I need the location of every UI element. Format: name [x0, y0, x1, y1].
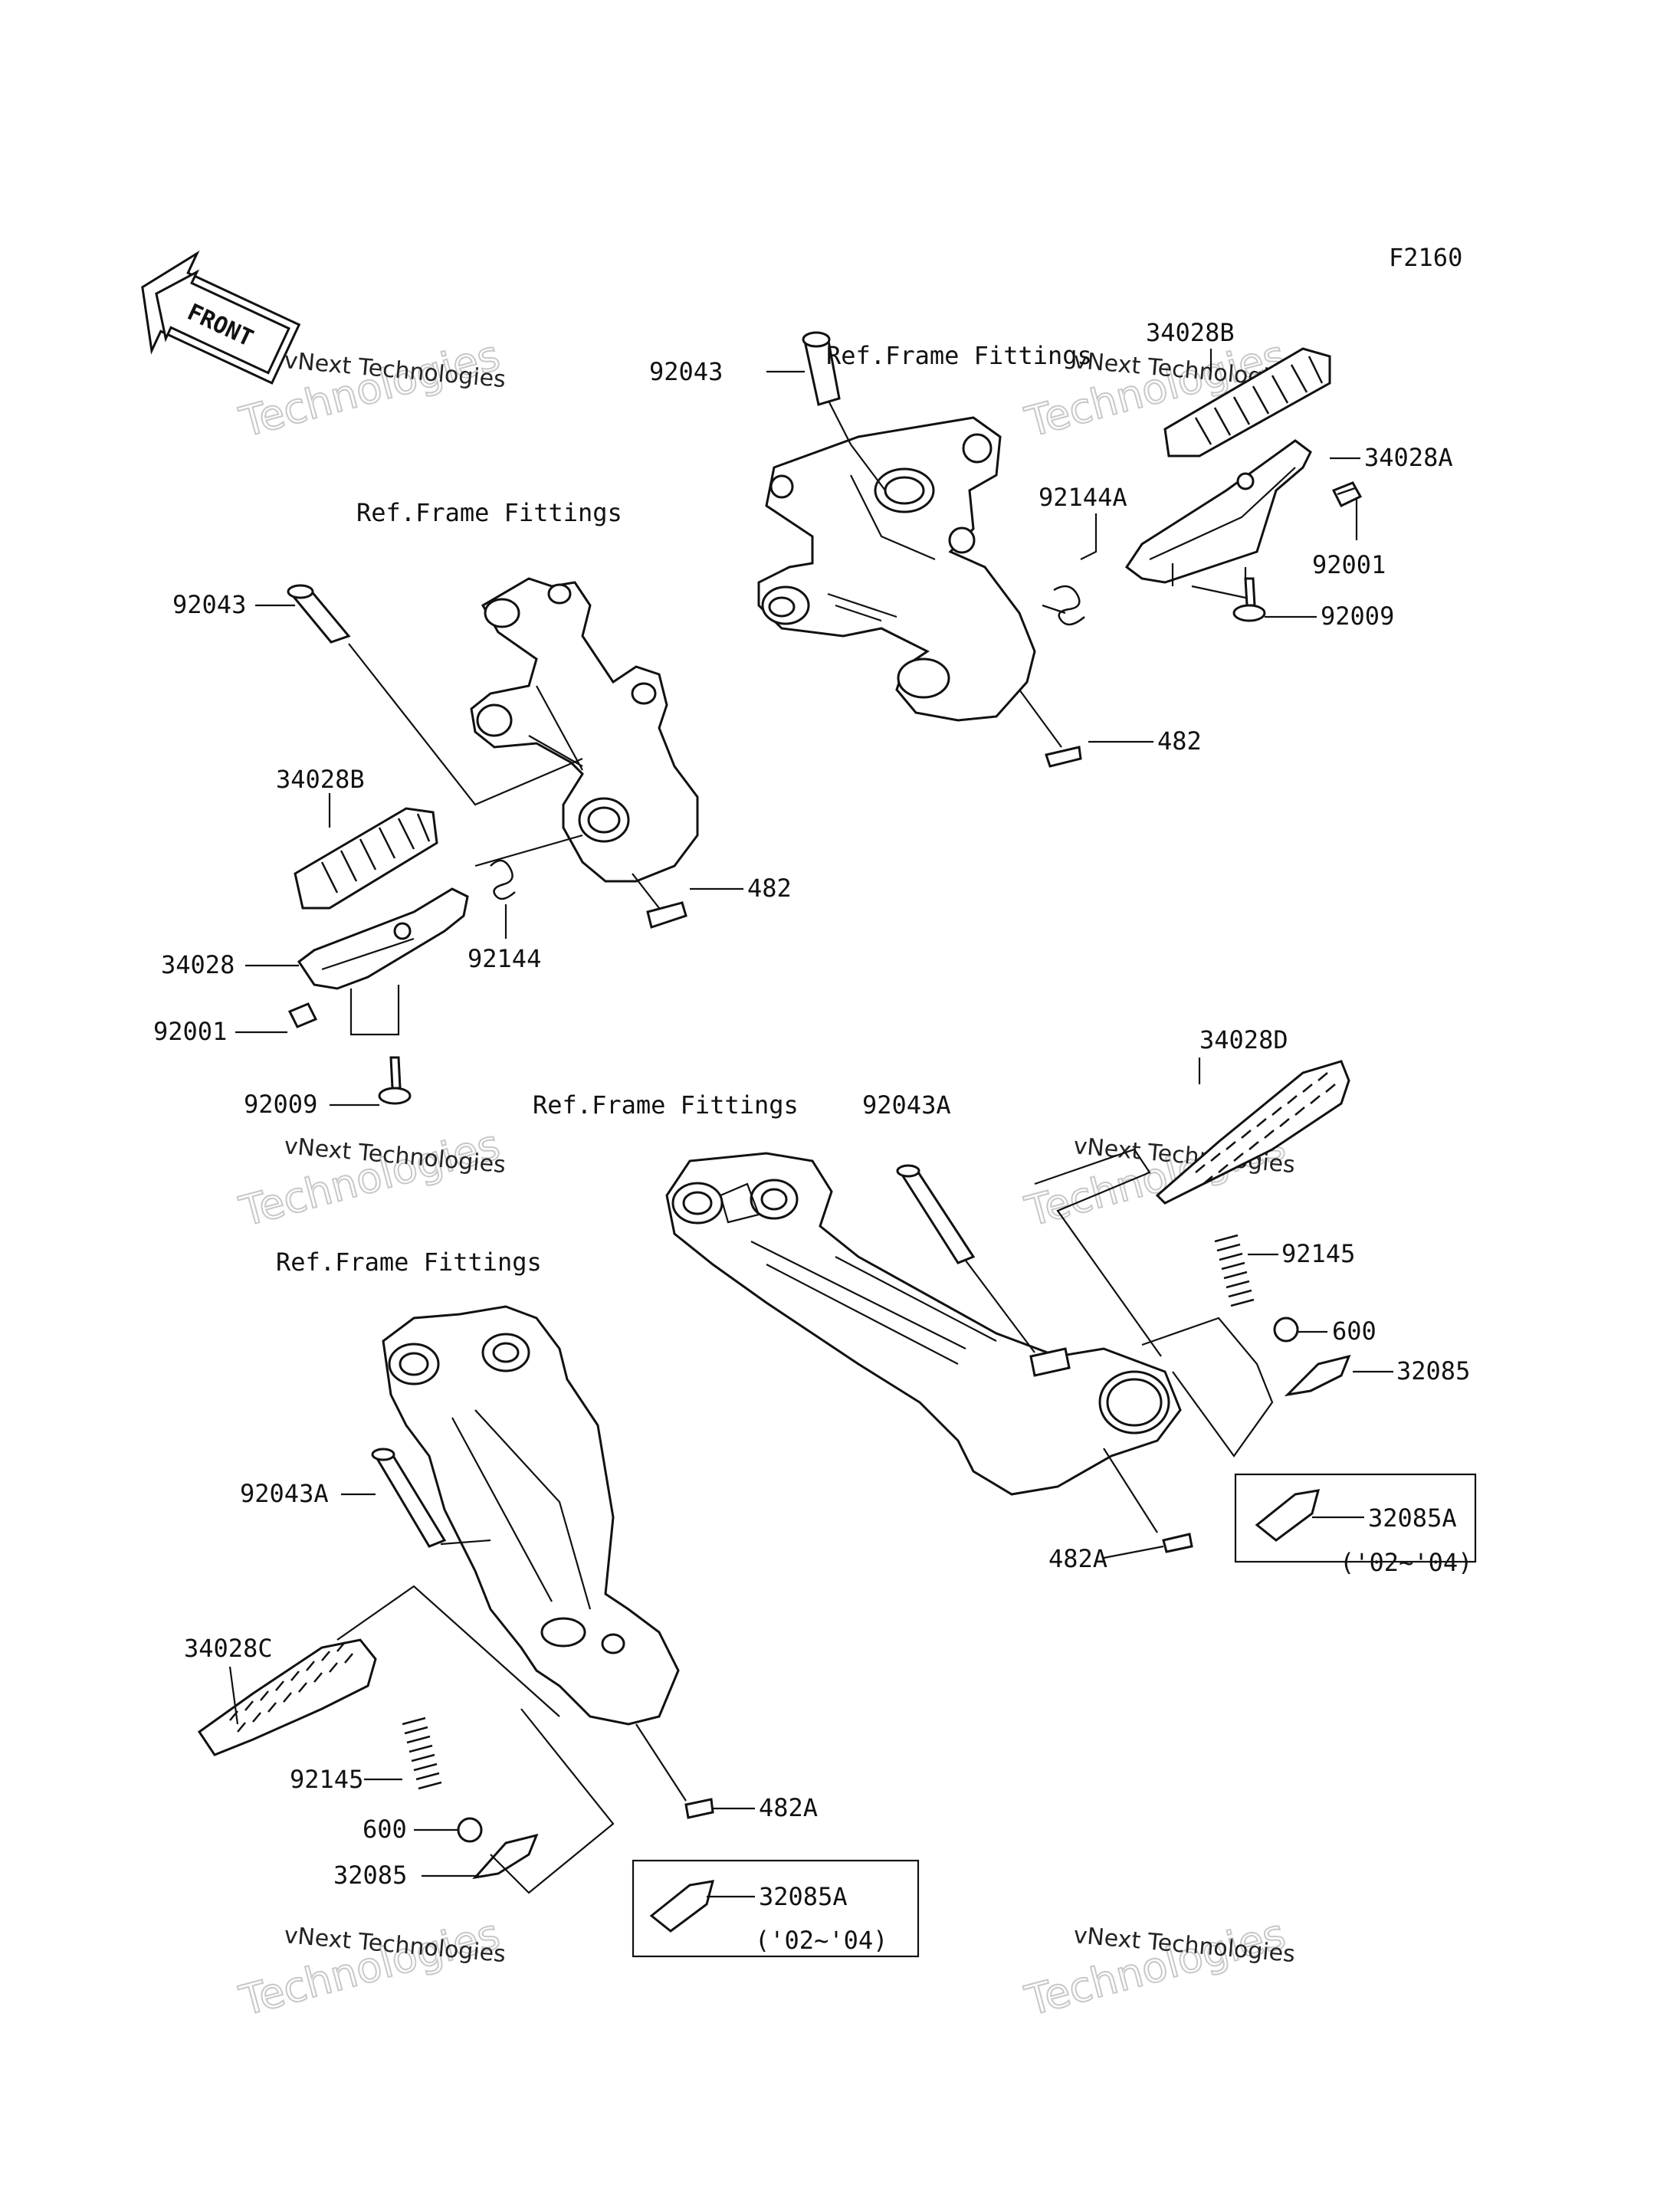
watermark-text: Technologies — [235, 1120, 504, 1236]
rear-footrest-bracket-right — [665, 1152, 1182, 1496]
part-label: 34028C — [184, 1634, 273, 1663]
part-label: Ref.Frame Fittings — [276, 1248, 542, 1277]
part-label: 92144A — [1039, 483, 1127, 512]
pin-92043a-left — [371, 1448, 447, 1548]
variant-box-left — [632, 1859, 920, 1958]
part-label: ('02~'04) — [1340, 1548, 1472, 1577]
part-label: 92144 — [468, 944, 541, 973]
watermark-text: Technologies — [1020, 1910, 1290, 2025]
washer-482-top — [1045, 746, 1082, 768]
part-label: 92043 — [172, 590, 246, 619]
rear-footrest-bracket-left — [382, 1305, 680, 1726]
part-label: 32085A — [1368, 1503, 1457, 1533]
pin-92043-top — [802, 331, 841, 406]
detent-32085-right — [1284, 1354, 1351, 1397]
part-label: 92009 — [1321, 602, 1394, 631]
part-label: ('02~'04) — [755, 1926, 888, 1955]
washer-482-left — [646, 901, 687, 929]
footpeg-34028d — [1155, 1060, 1350, 1205]
watermark-text: Technologies — [235, 1910, 504, 2025]
footrest-bracket-left — [470, 577, 699, 883]
bolt-92001-left — [287, 1002, 318, 1028]
part-label: 34028D — [1199, 1025, 1288, 1054]
part-label: 34028B — [1146, 318, 1235, 347]
detent-32085a-right — [1255, 1489, 1321, 1542]
part-label: 482 — [747, 874, 792, 903]
part-label: 32085A — [759, 1882, 848, 1911]
part-label: 92145 — [290, 1765, 363, 1794]
spring-92145-left — [402, 1717, 442, 1790]
front-right-footrest-assembly — [757, 331, 1363, 768]
bolt-92009-left — [378, 1056, 412, 1105]
part-labels: 92043 Ref.Frame Fittings 34028B 34028A 9… — [153, 318, 1472, 1955]
part-label: 92001 — [1312, 550, 1386, 579]
part-label: 92001 — [153, 1017, 227, 1046]
footpeg-rubber-34028b-left — [294, 807, 438, 910]
spring-92145-right — [1214, 1234, 1255, 1307]
footpeg-34028a — [1124, 439, 1312, 584]
part-label: 32085 — [1396, 1356, 1470, 1385]
part-label: 32085 — [333, 1861, 407, 1890]
part-label: 482A — [759, 1793, 818, 1822]
part-label: 34028B — [276, 765, 365, 794]
pin-92043a-right — [896, 1164, 976, 1264]
part-label: 482A — [1048, 1544, 1107, 1573]
part-label: 600 — [363, 1815, 407, 1844]
part-label: 482 — [1157, 726, 1202, 756]
part-label: 92145 — [1281, 1239, 1355, 1268]
spring-92144a — [1042, 585, 1085, 626]
part-label: 34028A — [1364, 443, 1453, 472]
detent-32085-left — [472, 1833, 539, 1880]
bolt-92009-top — [1232, 577, 1266, 622]
washer-482a-left — [684, 1798, 714, 1819]
part-label: 600 — [1332, 1317, 1376, 1346]
part-label: Ref.Frame Fittings — [533, 1090, 799, 1120]
variant-box-right — [1234, 1473, 1477, 1563]
footrest-bracket — [757, 416, 1036, 722]
spring-92144 — [490, 859, 516, 900]
footpeg-rubber-34028b — [1163, 347, 1331, 457]
washer-482a-right — [1162, 1533, 1193, 1553]
ball-600-right — [1273, 1317, 1299, 1343]
figure-code: F2160 — [1389, 243, 1462, 272]
part-label: 92009 — [244, 1090, 317, 1119]
part-label: Ref.Frame Fittings — [826, 341, 1092, 370]
ball-600-left — [457, 1817, 483, 1843]
part-label: 34028 — [161, 950, 235, 979]
leader-lines — [228, 349, 1393, 1898]
front-left-footrest-assembly — [287, 577, 699, 1105]
bolt-92001-top — [1331, 481, 1363, 507]
part-label: 92043A — [240, 1479, 329, 1508]
front-arrow-icon: FRONT — [141, 250, 301, 385]
part-label: Ref.Frame Fittings — [356, 498, 622, 527]
pin-92043-left — [287, 584, 351, 644]
rear-right-footrest-assembly — [665, 1060, 1477, 1563]
rear-left-footrest-assembly — [197, 1305, 920, 1958]
part-label: 92043 — [649, 357, 723, 386]
part-label: 92043A — [862, 1090, 951, 1120]
detent-32085a-left — [649, 1880, 715, 1933]
